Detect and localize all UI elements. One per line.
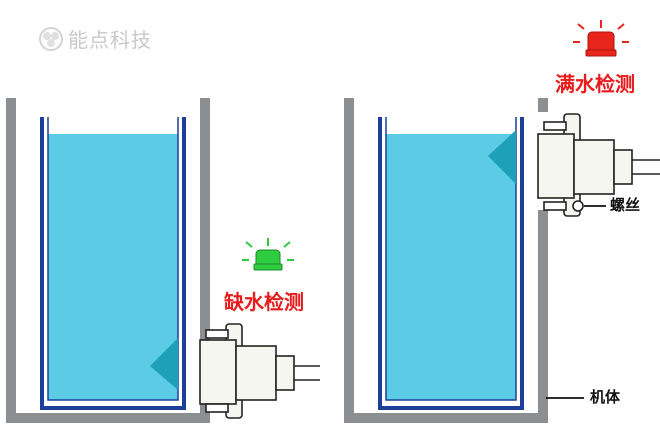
green-light-ray-2 — [245, 241, 253, 248]
red-signal-light-icon — [573, 20, 629, 57]
green-light-ray-3 — [283, 241, 291, 248]
left-tank-inner-wall — [47, 117, 179, 401]
right-status-label: 满水检测 — [555, 72, 635, 96]
brand-watermark: 能点科技 — [38, 24, 152, 53]
screw-callout-label: 螺丝 — [610, 196, 641, 214]
red-light-ray-2 — [577, 23, 585, 30]
right-sensor-screw-bottom — [543, 201, 567, 211]
red-light-base — [585, 49, 617, 57]
leaf-cluster-icon — [39, 26, 63, 51]
right-sensor-neck — [573, 139, 615, 195]
right-sensor-tip — [488, 130, 516, 184]
left-sensor — [199, 323, 320, 419]
right-sensor-cable-nut — [613, 149, 633, 185]
left-sensor-screw-bottom — [205, 403, 229, 413]
brand-name: 能点科技 — [68, 28, 152, 52]
housing-callout-label: 机体 — [590, 388, 621, 406]
right-sensor-screw-head — [572, 200, 584, 212]
right-housing-right-wall — [538, 98, 548, 112]
green-signal-light-icon — [242, 238, 294, 271]
left-sensor-screw-top — [205, 329, 229, 339]
green-light-base — [253, 263, 283, 271]
left-sensor-tip — [150, 338, 178, 390]
left-tank-water — [48, 134, 178, 400]
left-status-label: 缺水检测 — [224, 290, 304, 314]
right-sensor-body — [537, 133, 575, 199]
left-panel — [6, 98, 320, 423]
left-housing-right-wall — [200, 98, 210, 318]
right-tank-water — [386, 134, 516, 400]
red-light-ray-3 — [617, 23, 625, 30]
left-sensor-body — [199, 339, 237, 405]
left-sensor-neck — [235, 345, 277, 401]
left-sensor-cable-nut — [275, 355, 295, 391]
right-tank-inner-wall — [385, 117, 517, 401]
right-sensor — [537, 113, 660, 217]
right-sensor-screw-top — [543, 121, 567, 131]
right-panel — [344, 20, 660, 423]
